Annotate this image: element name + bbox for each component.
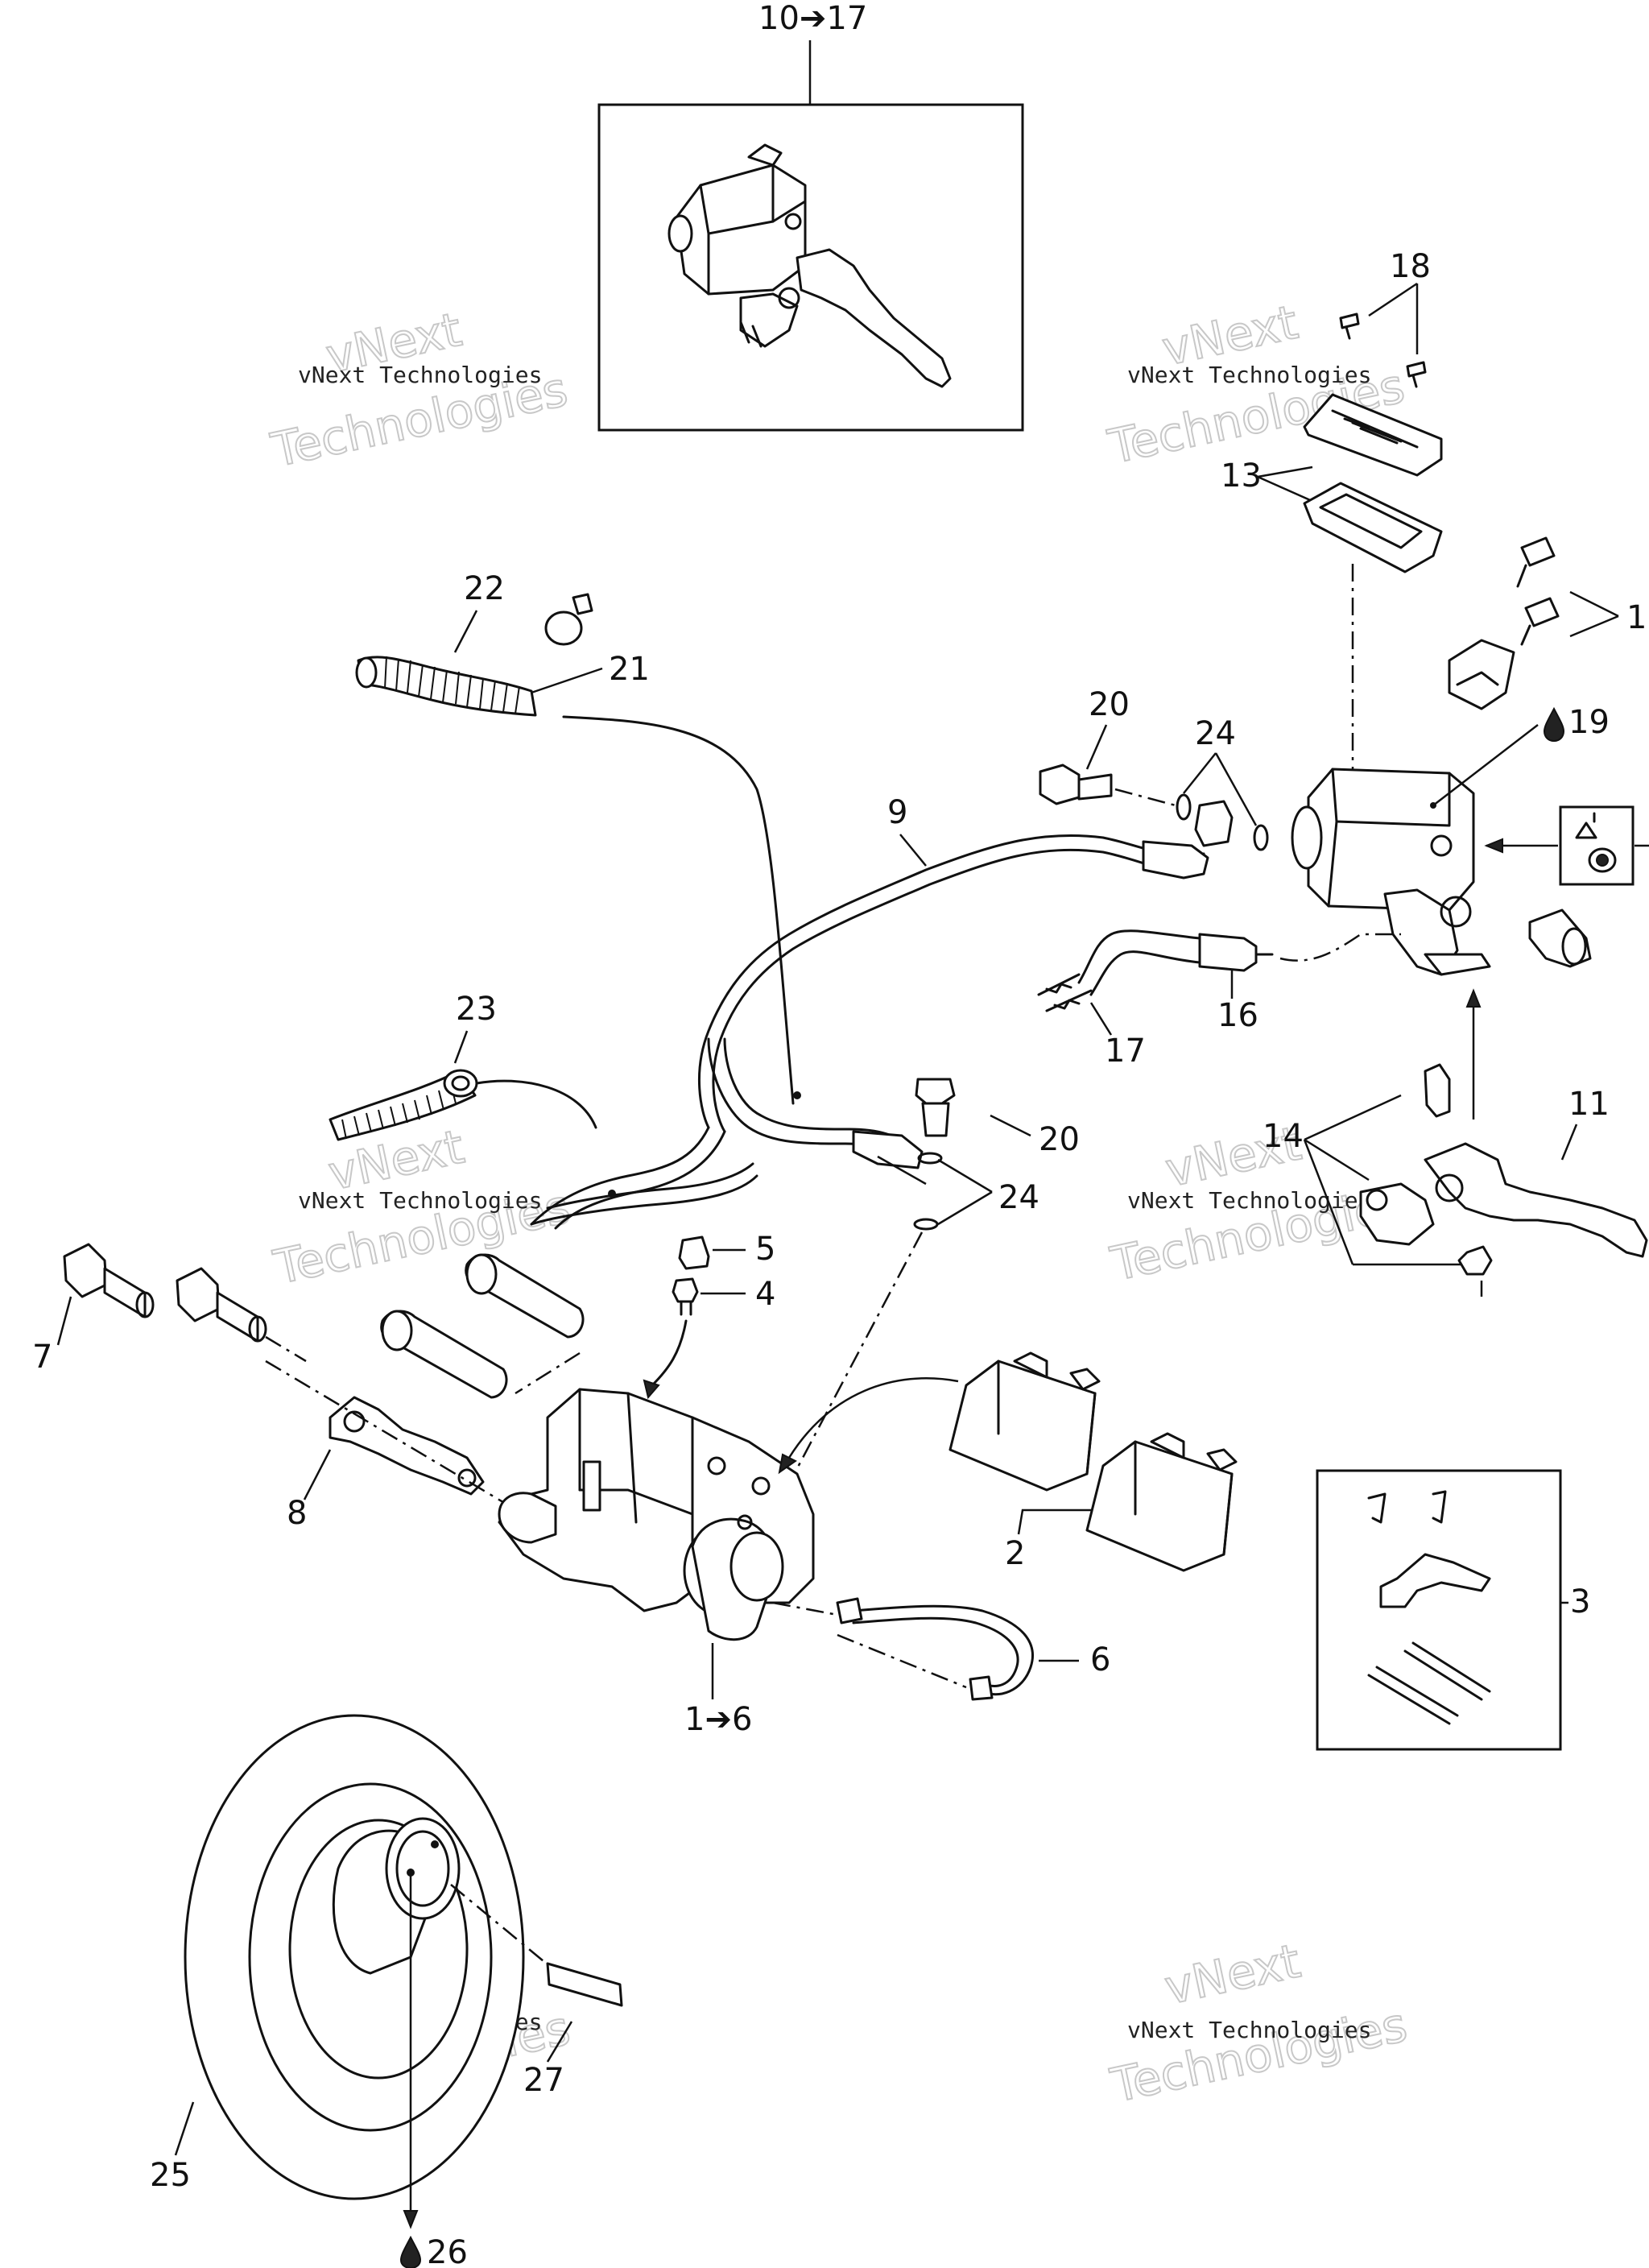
watermark-text: vNext Technologies	[1127, 362, 1371, 388]
key-27: 27	[450, 1884, 623, 2099]
callout-24: 24	[998, 1179, 1039, 1216]
bolt-7: 7	[32, 1243, 155, 1376]
bolt-7b	[176, 1267, 307, 1363]
callout-8: 8	[287, 1495, 307, 1532]
callout-17: 17	[1105, 1033, 1146, 1070]
reservoir-cover	[1303, 393, 1443, 477]
callout-20: 20	[1039, 1121, 1080, 1158]
callout-2: 2	[1005, 1535, 1025, 1572]
callout-6: 6	[1090, 1641, 1110, 1678]
hardware-kit-3: 3	[1316, 1469, 1590, 1751]
callout-18: 18	[1390, 248, 1431, 285]
bleeder-cap-5: 5	[678, 1231, 775, 1270]
callout-23: 23	[456, 991, 497, 1028]
callout-13: 13	[1221, 457, 1262, 495]
watermark-text: vNext Technologies	[1127, 1187, 1371, 1214]
callout-19: 19	[1568, 704, 1610, 741]
svg-text:Technologies: Technologies	[1106, 1997, 1412, 2113]
watermark-text: vNext Technologies	[1127, 2017, 1371, 2043]
callout-4: 4	[755, 1276, 775, 1313]
oil-drop-icon	[1543, 706, 1565, 743]
callout-10-17: 10➔17	[758, 0, 867, 37]
svg-text:vNext: vNext	[1160, 1933, 1305, 2015]
screws-18: 18	[1339, 248, 1431, 388]
bolts-caliper	[380, 1253, 585, 1399]
callout-11: 11	[1568, 1086, 1610, 1123]
inset-master-cylinder-assembly: 10➔17	[597, 0, 1024, 432]
brake-lever-11: 11	[1359, 988, 1648, 1258]
oil-drop-icon	[399, 2235, 422, 2268]
callout-24: 24	[1195, 715, 1236, 752]
callout-27: 27	[523, 2062, 564, 2099]
callout-22: 22	[464, 570, 505, 607]
callout-5: 5	[755, 1231, 775, 1268]
callout-12: 12	[1626, 599, 1649, 636]
caliper-1-6: 1➔6	[498, 1388, 815, 1738]
spring-guard-23: 23	[329, 991, 497, 1141]
callout-3: 3	[1570, 1583, 1590, 1620]
rubber-boot	[1528, 908, 1592, 968]
callout-7: 7	[32, 1339, 52, 1376]
callout-1-6: 1➔6	[684, 1701, 752, 1738]
callout-9: 9	[887, 794, 907, 831]
bleeder-valve-4: 4	[643, 1276, 775, 1400]
callout-14: 14	[1263, 1118, 1304, 1155]
lubricant-icon	[1484, 805, 1649, 886]
brake-disc-25: 25	[150, 1714, 525, 2200]
master-cylinder-19: 19	[1291, 704, 1610, 976]
watermark-text: vNext Technologies	[298, 362, 542, 388]
brake-pads-2: 2	[778, 1351, 1238, 1572]
callout-26: 26	[427, 2234, 468, 2268]
pivot-parts-14: 14	[1263, 1063, 1493, 1297]
bracket-8: 8	[265, 1360, 524, 1532]
clamp-12: 12	[1448, 536, 1649, 710]
watermark-bottom-right: vNext Technologies	[1106, 1932, 1413, 2113]
diaphragm-13: 13	[1221, 457, 1443, 573]
callout-20: 20	[1089, 686, 1130, 723]
banjo-bolt-20-lower: 20	[915, 1078, 1080, 1158]
wires-17: 17	[1037, 973, 1146, 1070]
watermark-text: vNext Technologies	[298, 1187, 542, 1214]
brake-switch-16: 16	[1077, 929, 1401, 1034]
brake-line-6: 6	[772, 1597, 1110, 1701]
callout-25: 25	[150, 2157, 191, 2194]
clamp-21: 21	[531, 593, 650, 694]
brake-hose-9: 9	[530, 794, 1209, 1230]
callout-21: 21	[609, 651, 650, 688]
banjo-bolt-20-upper: 20	[1039, 686, 1130, 805]
washers-24-lower: 24	[913, 1152, 1039, 1231]
washers-24-upper: 24	[1176, 715, 1269, 851]
callout-16: 16	[1217, 997, 1258, 1034]
shaft-26: 26	[399, 1869, 468, 2268]
hose-guard-22: 22	[355, 570, 537, 717]
